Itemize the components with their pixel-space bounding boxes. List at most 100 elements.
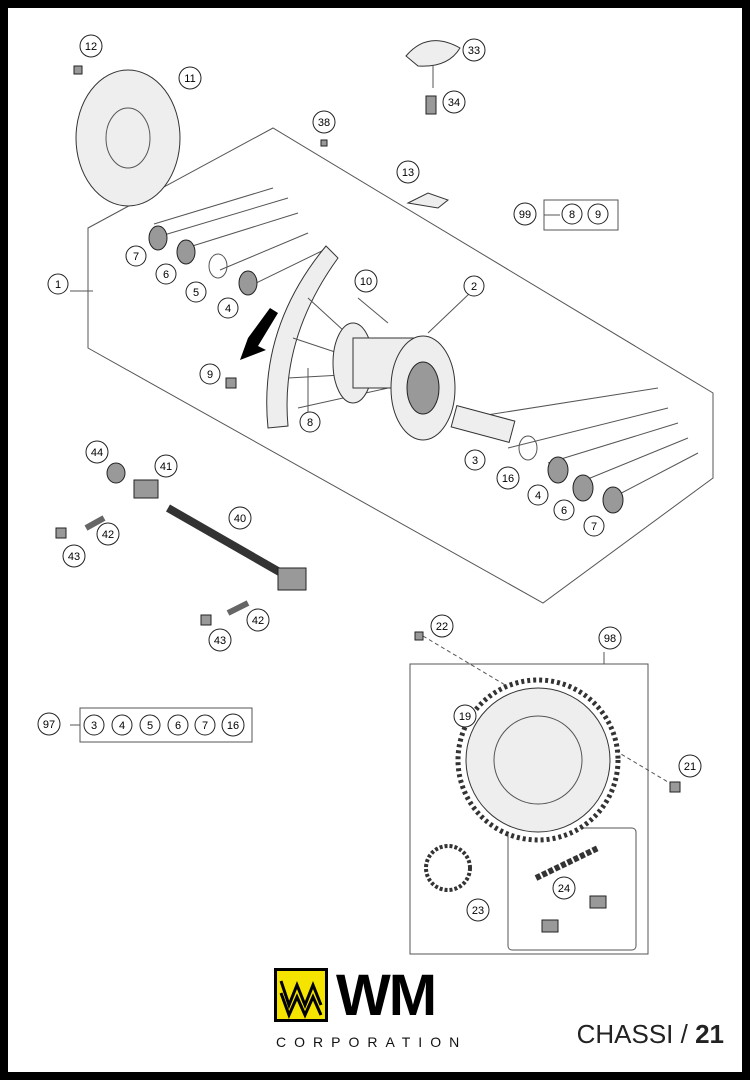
callout-number: 98 xyxy=(604,633,616,645)
callout-c24: 24 xyxy=(552,876,576,900)
callout-c43b: 43 xyxy=(208,628,232,652)
callout-c99: 99 xyxy=(513,202,537,226)
callout-c40: 40 xyxy=(228,506,252,530)
callout-number: 44 xyxy=(91,447,103,459)
callout-number: 7 xyxy=(591,521,597,533)
callout-circle xyxy=(527,484,549,506)
screw-21 xyxy=(669,781,681,793)
callout-c99b: 9 xyxy=(587,203,609,225)
callout-c13: 13 xyxy=(396,160,420,184)
callout-number: 6 xyxy=(163,269,169,281)
callout-circle xyxy=(463,275,485,297)
callout-circle xyxy=(217,297,239,319)
callout-number: 4 xyxy=(119,720,125,732)
callout-circle xyxy=(62,544,86,568)
callout-number: 42 xyxy=(102,529,114,541)
seal-7-right xyxy=(602,486,624,514)
bearing-4-left xyxy=(238,270,258,296)
callout-circle xyxy=(583,515,605,537)
callout-c99a: 8 xyxy=(561,203,583,225)
callout-number: 3 xyxy=(91,720,97,732)
callout-k97a: 3 xyxy=(83,714,105,736)
callout-circle xyxy=(208,628,232,652)
callout-number: 3 xyxy=(472,455,478,467)
callout-c9: 9 xyxy=(199,363,221,385)
callout-k97b: 4 xyxy=(111,714,133,736)
callout-number: 7 xyxy=(202,720,208,732)
callout-circle xyxy=(47,273,69,295)
callout-circle xyxy=(83,714,105,736)
callout-circle xyxy=(194,714,216,736)
callout-number: 34 xyxy=(448,97,460,109)
callout-number: 4 xyxy=(225,303,231,315)
seal-7-left xyxy=(148,225,168,251)
callout-circle xyxy=(678,754,702,778)
callout-c44: 44 xyxy=(85,440,109,464)
callout-number: 6 xyxy=(561,505,567,517)
callout-k97f: 16 xyxy=(221,713,245,737)
callout-number: 11 xyxy=(184,73,195,85)
callout-number: 16 xyxy=(227,720,239,732)
title-separator: / xyxy=(673,1019,696,1049)
callout-number: 21 xyxy=(684,761,696,773)
logo-emblem xyxy=(274,968,328,1022)
chain-adjuster-right xyxy=(277,567,307,591)
page-footer-title: CHASSI / 21 xyxy=(577,1019,724,1050)
callout-circle xyxy=(464,449,486,471)
callout-c33: 33 xyxy=(462,38,486,62)
callout-c8: 8 xyxy=(299,411,321,433)
callout-number: 42 xyxy=(252,615,264,627)
callout-circle xyxy=(561,203,583,225)
callout-c5a: 5 xyxy=(185,281,207,303)
axle-40 xyxy=(166,504,292,582)
callout-number: 13 xyxy=(402,167,414,179)
front-sprocket xyxy=(424,844,472,892)
rotation-arrow xyxy=(240,308,278,360)
callout-c11: 11 xyxy=(178,66,202,90)
callout-number: 5 xyxy=(193,287,199,299)
callout-circle xyxy=(96,522,120,546)
callout-circle xyxy=(167,714,189,736)
logo-corporation-text: CORPORATION xyxy=(276,1034,468,1050)
sprocket-kit-frame xyxy=(409,663,649,955)
callout-number: 6 xyxy=(175,720,181,732)
callout-k97d: 6 xyxy=(167,714,189,736)
callout-c21: 21 xyxy=(678,754,702,778)
callout-number: 43 xyxy=(68,551,80,563)
callout-c41: 41 xyxy=(154,454,178,478)
bolt-34 xyxy=(425,95,437,115)
spoke-nipple-9 xyxy=(225,377,237,389)
callout-number: 33 xyxy=(468,45,480,57)
circlip-5 xyxy=(208,253,228,279)
callout-number: 8 xyxy=(569,209,575,221)
callout-number: 10 xyxy=(360,276,372,288)
callout-k97e: 7 xyxy=(194,714,216,736)
callout-c7b: 7 xyxy=(583,515,605,537)
callout-circle xyxy=(552,876,576,900)
hub-2 xyxy=(332,322,456,441)
callout-number: 1 xyxy=(55,279,61,291)
callout-circle xyxy=(199,363,221,385)
callout-c4a: 4 xyxy=(217,297,239,319)
callout-circle xyxy=(312,110,336,134)
callout-circle xyxy=(111,714,133,736)
callout-number: 24 xyxy=(558,883,570,895)
callout-circle xyxy=(587,203,609,225)
callout-c6a: 6 xyxy=(155,263,177,285)
rim-tape-13 xyxy=(406,192,450,209)
bearing-6-left xyxy=(176,239,196,265)
callout-circle xyxy=(513,202,537,226)
nut-43-right xyxy=(200,614,212,626)
callout-number: 8 xyxy=(307,417,313,429)
callout-number: 16 xyxy=(502,473,514,485)
nut-44 xyxy=(106,462,126,484)
callout-number: 19 xyxy=(459,711,471,723)
callout-number: 9 xyxy=(595,209,601,221)
rim-8 xyxy=(266,245,339,429)
callout-number: 97 xyxy=(43,719,55,731)
callout-number: 5 xyxy=(147,720,153,732)
callout-c3: 3 xyxy=(464,449,486,471)
callout-circle xyxy=(354,269,378,293)
bearing-4-right xyxy=(547,456,569,484)
callout-number: 12 xyxy=(85,41,97,53)
